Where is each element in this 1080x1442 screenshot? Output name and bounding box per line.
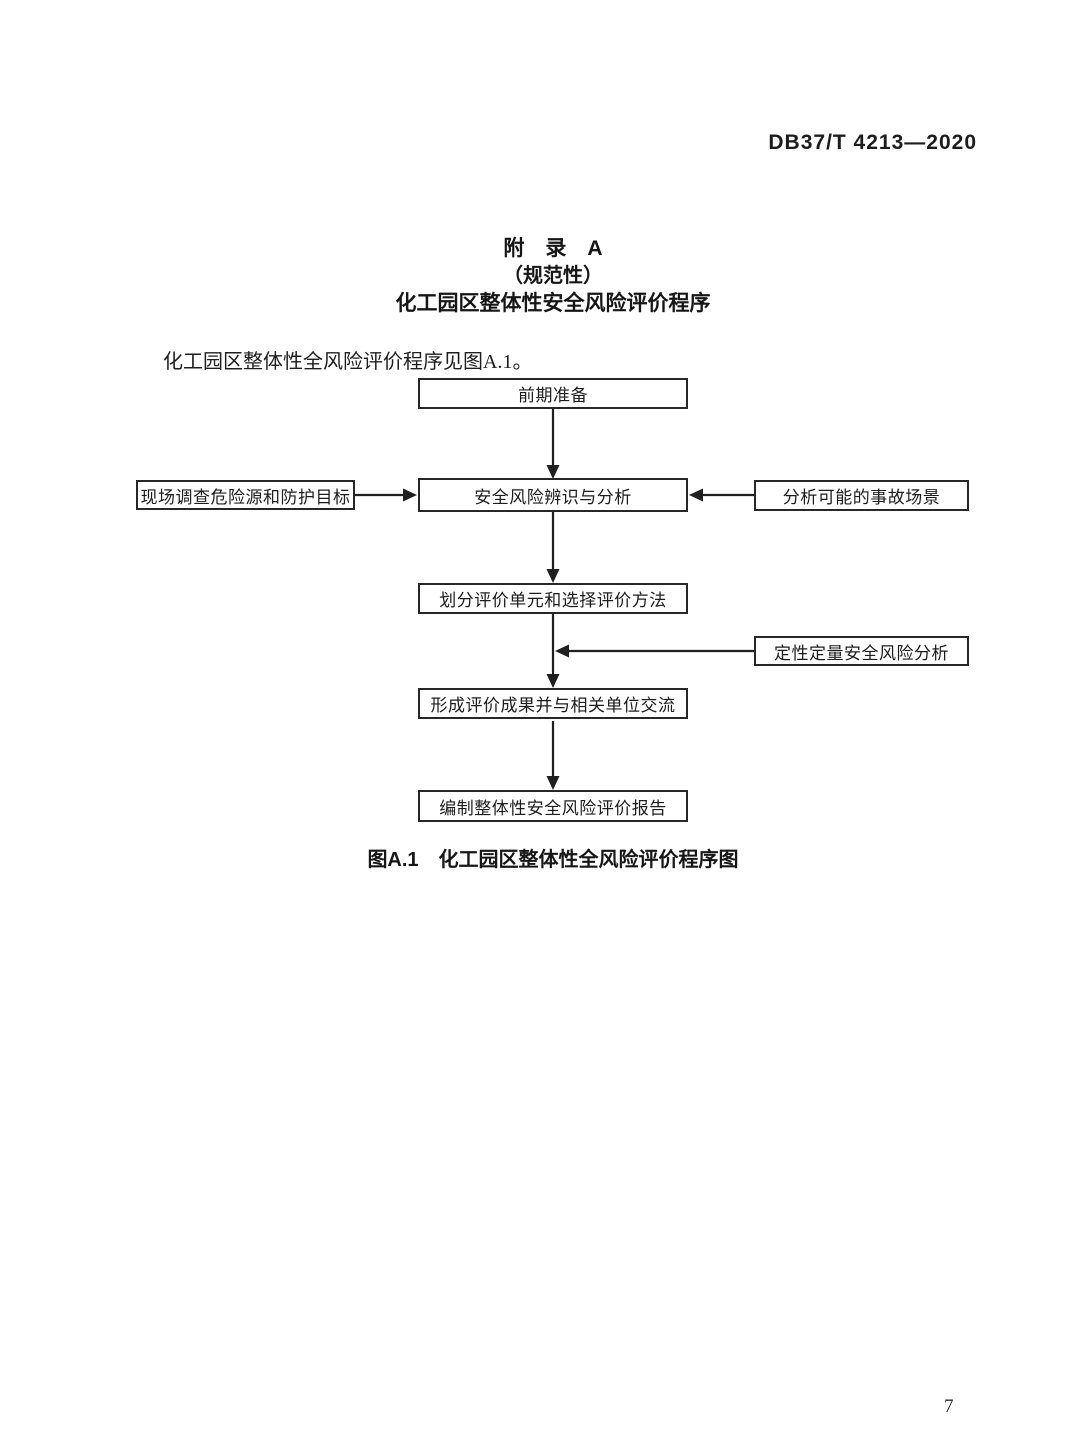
flow-node-site-survey: 现场调查危险源和防护目标	[136, 480, 355, 510]
page-number: 7	[944, 1396, 954, 1417]
appendix-heading: 化工园区整体性安全风险评价程序	[395, 292, 711, 315]
body-paragraph: 化工园区整体性全风险评价程序见图A.1。	[163, 351, 533, 373]
flow-node-evaluation-results: 形成评价成果并与相关单位交流	[418, 688, 688, 719]
standard-number: DB37/T 4213—2020	[768, 131, 977, 154]
flow-node-preparation: 前期准备	[418, 378, 688, 409]
flow-node-final-report: 编制整体性安全风险评价报告	[418, 790, 688, 822]
flow-node-qualitative-quantitative-analysis: 定性定量安全风险分析	[754, 636, 969, 666]
appendix-subtitle: （规范性）	[503, 265, 603, 287]
appendix-title-block: 附 录 A （规范性） 化工园区整体性安全风险评价程序	[0, 234, 1080, 317]
flowchart-figure: 前期准备 现场调查危险源和防护目标 安全风险辨识与分析 分析可能的事故场景 划分…	[136, 378, 969, 822]
appendix-title: 附 录 A	[503, 237, 603, 260]
flow-node-accident-scenarios: 分析可能的事故场景	[754, 480, 969, 511]
flow-node-risk-identification: 安全风险辨识与分析	[418, 478, 688, 512]
figure-caption: 图A.1 化工园区整体性全风险评价程序图	[367, 849, 739, 871]
flow-node-evaluation-units: 划分评价单元和选择评价方法	[418, 583, 688, 614]
flowchart-arrows	[355, 409, 754, 790]
